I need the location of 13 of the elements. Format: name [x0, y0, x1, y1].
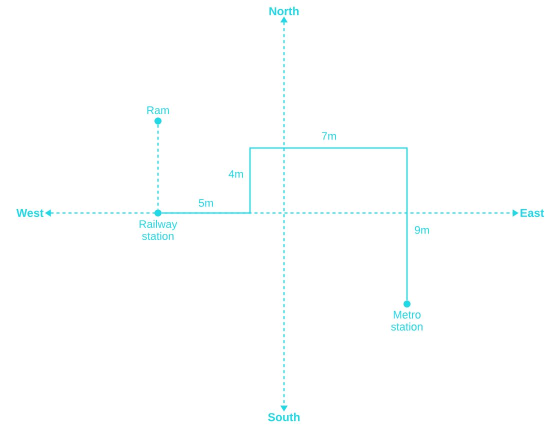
direction-label: South: [268, 412, 300, 422]
node-label: Railway station: [140, 220, 178, 240]
direction-label: West: [16, 209, 44, 217]
distance-label: 7m: [322, 132, 336, 140]
dashed-line: [157, 124, 159, 210]
direction-label: East: [520, 209, 544, 217]
distance-label: 9m: [414, 226, 429, 234]
node-label: Metro station: [391, 310, 422, 331]
route-line: [162, 147, 408, 300]
node-label: Ram: [147, 106, 169, 114]
direction-label: North: [269, 6, 299, 16]
distance-label: 4m: [228, 170, 243, 178]
distance-label: 5m: [198, 199, 213, 207]
